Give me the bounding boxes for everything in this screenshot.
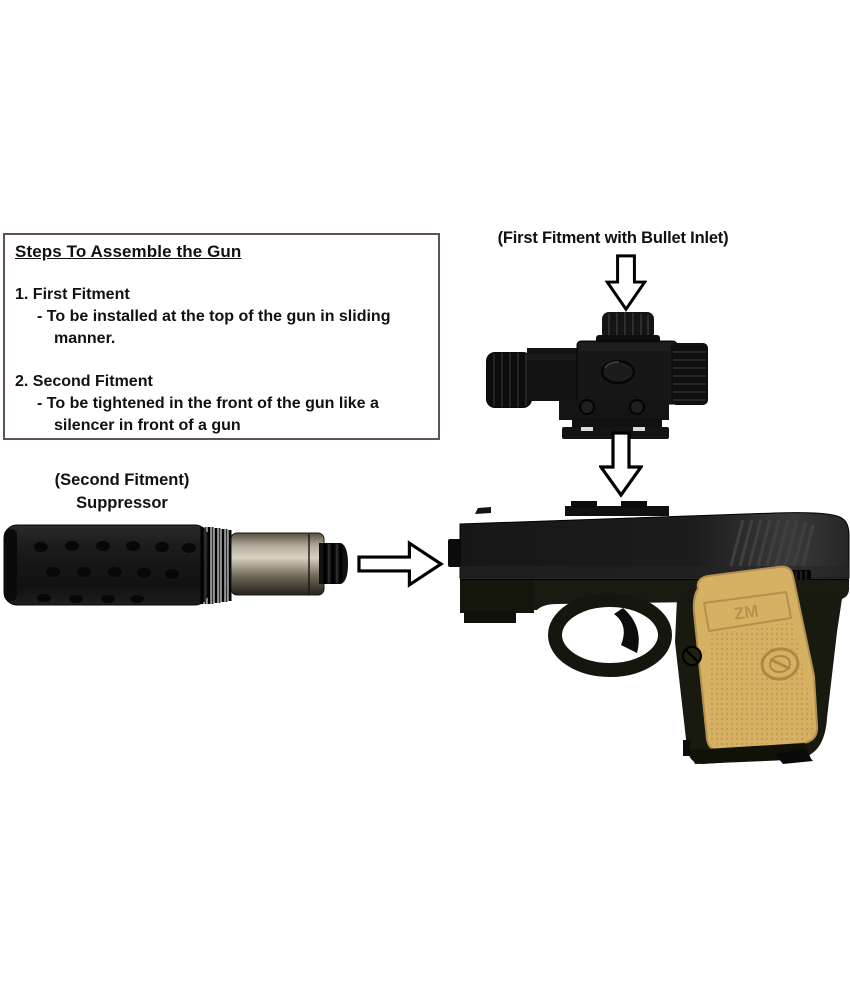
instructions-title: Steps To Assemble the Gun <box>15 242 242 261</box>
right-arrow-icon <box>357 540 444 588</box>
step-detail-line: - To be installed at the top of the gun … <box>37 308 391 325</box>
down-arrow-icon <box>605 254 647 312</box>
grip-marking: ZM <box>733 601 760 623</box>
step-item-2: 2. Second Fitment - To be tightened in t… <box>15 371 432 437</box>
scope-illustration <box>485 310 710 440</box>
instructions-box: Steps To Assemble the Gun 1. First Fitme… <box>3 233 440 440</box>
pistol-illustration: ZM <box>445 492 850 792</box>
step-detail-line: - To be tightened in the front of the gu… <box>37 395 379 412</box>
suppressor-illustration <box>3 521 348 609</box>
step-label: 1. First Fitment <box>15 286 130 303</box>
step-detail-line: silencer in front of a gun <box>54 417 241 434</box>
second-fitment-label: (Second Fitment) Suppressor <box>15 469 229 515</box>
step-label: 2. Second Fitment <box>15 373 153 390</box>
step-detail-line: manner. <box>54 330 116 347</box>
first-fitment-label: (First Fitment with Bullet Inlet) <box>497 229 729 247</box>
second-fitment-sublabel: Suppressor <box>76 494 168 512</box>
second-fitment-label-line: (Second Fitment) <box>54 471 190 489</box>
step-item-1: 1. First Fitment - To be installed at th… <box>15 284 432 350</box>
down-arrow-icon <box>599 431 643 498</box>
